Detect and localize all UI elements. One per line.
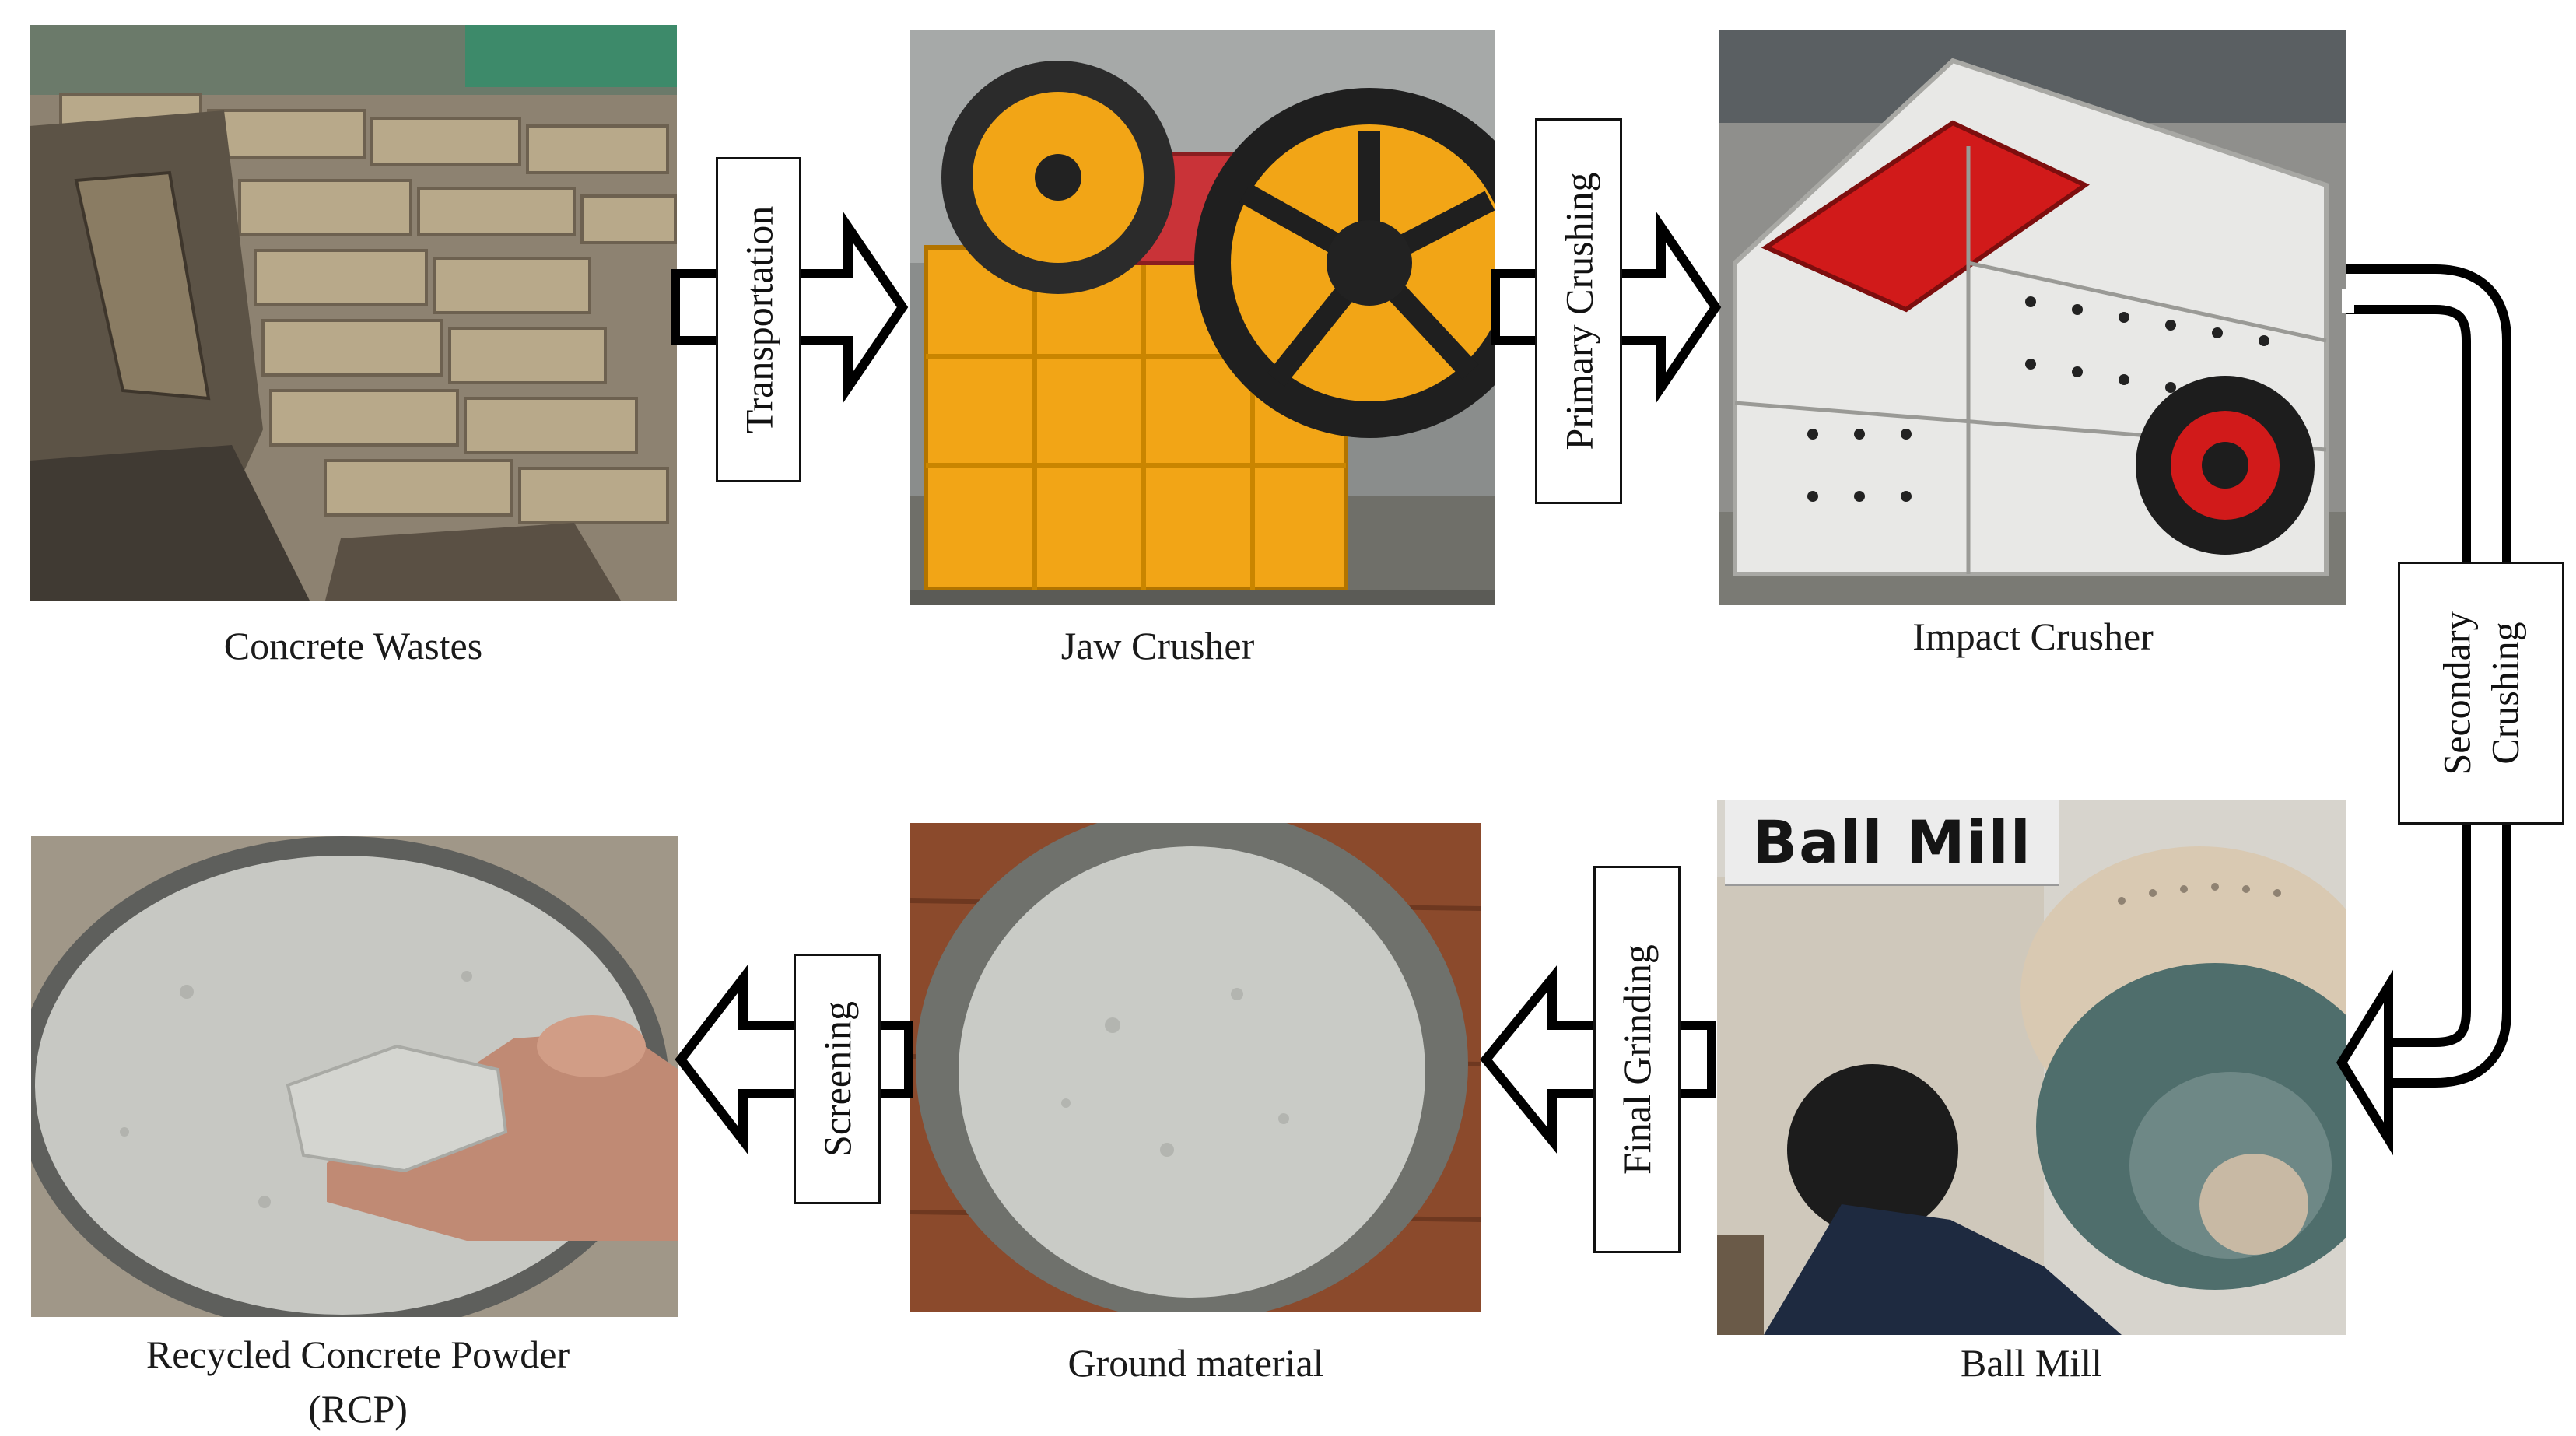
secondary-crushing-label-box: Secondary Crushing [2398, 562, 2564, 825]
impact-crusher-caption: Impact Crusher [1912, 615, 2154, 658]
secondary-crushing-label: Secondary Crushing [2433, 611, 2529, 775]
ball-mill-sign-text: Ball Mill [1752, 807, 2032, 877]
concrete-wastes-caption: Concrete Wastes [223, 624, 483, 667]
primary-crushing-label-box: Primary Crushing [1535, 118, 1622, 504]
rcp-caption-line1: Recycled Concrete Powder [145, 1333, 570, 1376]
final-grinding-label-box: Final Grinding [1593, 866, 1681, 1253]
jaw-crusher-caption: Jaw Crusher [1060, 624, 1255, 667]
concrete-wastes-photo [30, 25, 677, 601]
ball-mill-caption: Ball Mill [1961, 1341, 2102, 1385]
ball-mill-photo: Ball Mill [1717, 800, 2346, 1335]
rcp-caption: Recycled Concrete Powder (RCP) [31, 1327, 685, 1436]
primary-crushing-label: Primary Crushing [1557, 172, 1600, 450]
secondary-crushing-label-line1: Secondary [2435, 611, 2480, 776]
rcp-caption-line2: (RCP) [308, 1387, 408, 1431]
jaw-crusher-photo [910, 30, 1495, 605]
screening-label: Screening [815, 1001, 859, 1157]
transportation-label-box: Transportation [716, 157, 801, 482]
ground-material-photo [910, 823, 1481, 1312]
secondary-crushing-label-line2: Crushing [2483, 622, 2528, 765]
final-grinding-label: Final Grinding [1615, 944, 1660, 1175]
screening-label-box: Screening [794, 954, 881, 1204]
impact-crusher-photo [1719, 30, 2346, 605]
ground-material-caption: Ground material [1067, 1341, 1324, 1385]
transportation-label: Transportation [737, 205, 781, 434]
rcp-photo [31, 836, 678, 1317]
ball-mill-sign: Ball Mill [1725, 800, 2059, 886]
